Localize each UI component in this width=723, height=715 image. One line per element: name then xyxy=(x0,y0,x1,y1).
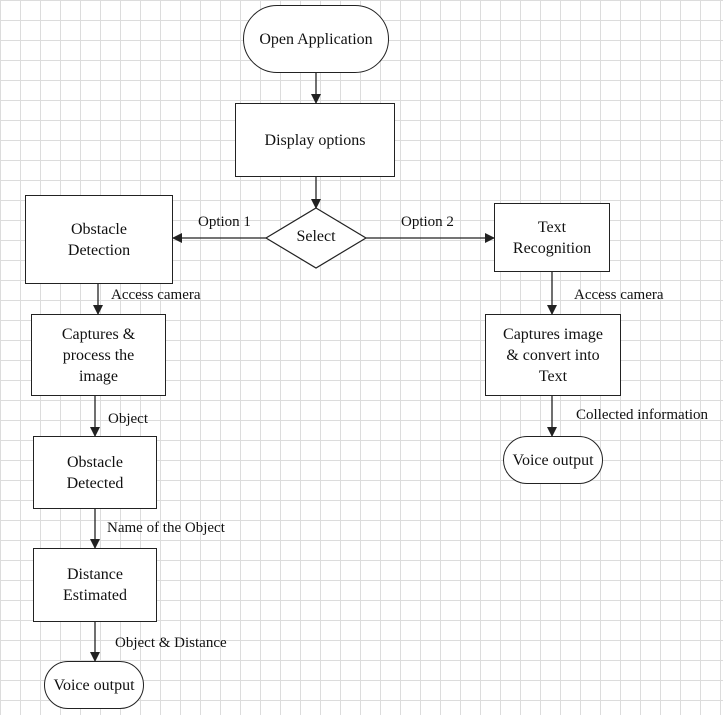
voice-output-left-node: Voice output xyxy=(44,661,144,709)
object-label: Object xyxy=(108,411,148,427)
access-camera-left-label: Access camera xyxy=(111,287,201,303)
distance-estimated-node: Distance Estimated xyxy=(33,548,157,622)
option1-label: Option 1 xyxy=(198,214,251,230)
obstacle-detection-node: Obstacle Detection xyxy=(25,195,173,284)
text-recognition-node: Text Recognition xyxy=(494,203,610,272)
object-distance-label: Object & Distance xyxy=(115,635,227,651)
access-camera-right-label: Access camera xyxy=(574,287,664,303)
obstacle-detected-node: Obstacle Detected xyxy=(33,436,157,509)
collected-information-label: Collected information xyxy=(576,407,709,423)
display-options-node: Display options xyxy=(235,103,395,177)
name-of-object-label: Name of the Object xyxy=(107,520,225,536)
captures-convert-node: Captures image & convert into Text xyxy=(485,314,621,396)
open-application-node: Open Application xyxy=(243,5,389,73)
select-node-label: Select xyxy=(296,228,336,245)
option2-label: Option 2 xyxy=(401,214,454,230)
voice-output-right-node: Voice output xyxy=(503,436,603,484)
select-decision-diamond xyxy=(264,207,368,269)
captures-process-node: Captures & process the image xyxy=(31,314,166,396)
